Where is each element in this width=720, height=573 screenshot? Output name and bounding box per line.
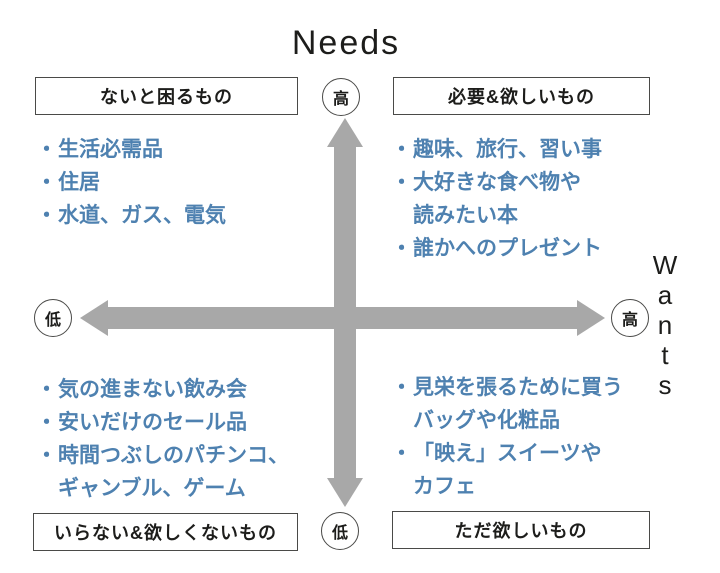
list-item-text: バッグや化粧品 [413, 409, 560, 432]
list-item: ・生活必需品 [36, 133, 226, 166]
needs-high-badge: 高 [322, 78, 360, 116]
bullet-glyph: ・ [36, 138, 57, 161]
list-item-continuation: カフェ [391, 470, 623, 503]
bullet-spacer [391, 404, 413, 437]
wants-low-badge: 低 [34, 299, 72, 337]
bullet-glyph: ・ [391, 442, 412, 465]
list-item-text: 趣味、旅行、習い事 [413, 138, 602, 161]
bullet-spacer [391, 199, 413, 232]
vertical-axis-shaft [334, 140, 356, 486]
bullet-spacer [36, 472, 58, 505]
wants-high-badge: 高 [611, 299, 649, 337]
list-item: ・趣味、旅行、習い事 [391, 133, 602, 166]
list-item: ・「映え」スイーツや [391, 437, 623, 470]
bullet-glyph: ・ [391, 171, 412, 194]
list-item-text: カフェ [413, 475, 476, 498]
bullet-glyph: ・ [36, 171, 57, 194]
bullet-glyph: ・ [391, 138, 412, 161]
list-item-text: 水道、ガス、電気 [58, 204, 226, 227]
arrowhead-left-icon [80, 300, 108, 336]
arrowhead-down-icon [327, 478, 363, 507]
bullet-glyph: ・ [36, 411, 57, 434]
needs-axis-title: Needs [291, 24, 401, 62]
list-item: ・安いだけのセール品 [36, 406, 289, 439]
arrowhead-right-icon [577, 300, 605, 336]
needs-low-badge: 低 [321, 512, 359, 550]
list-item-text: 時間つぶしのパチンコ、 [58, 444, 289, 467]
list-item-text: 生活必需品 [58, 138, 163, 161]
quadrant-list-bottom-right: ・見栄を張るために買う バッグや化粧品 ・「映え」スイーツや カフェ [391, 371, 623, 503]
bullet-glyph: ・ [391, 237, 412, 260]
list-item: ・誰かへのプレゼント [391, 232, 602, 265]
quadrant-list-top-left: ・生活必需品 ・住居 ・水道、ガス、電気 [36, 133, 226, 232]
quadrant-list-top-right: ・趣味、旅行、習い事 ・大好きな食べ物や 読みたい本 ・誰かへのプレゼント [391, 133, 602, 265]
quadrant-label-needs-only: ないと困るもの [35, 77, 298, 115]
bullet-glyph: ・ [391, 376, 412, 399]
list-item: ・時間つぶしのパチンコ、 [36, 439, 289, 472]
list-item-text: ギャンブル、ゲーム [58, 477, 246, 500]
list-item-text: 気の進まない飲み会 [58, 378, 247, 401]
list-item-continuation: ギャンブル、ゲーム [36, 472, 289, 505]
bullet-glyph: ・ [36, 378, 57, 401]
list-item-text: 安いだけのセール品 [58, 411, 247, 434]
list-item-text: 見栄を張るために買う [413, 376, 623, 399]
quadrant-list-bottom-left: ・気の進まない飲み会 ・安いだけのセール品 ・時間つぶしのパチンコ、 ギャンブル… [36, 373, 289, 505]
list-item-text: 「映え」スイーツや [413, 442, 602, 465]
wants-axis-title: Wants [650, 250, 680, 400]
list-item-text: 読みたい本 [413, 204, 518, 227]
list-item-text: 大好きな食べ物や [413, 171, 581, 194]
bullet-glyph: ・ [36, 204, 57, 227]
list-item-continuation: バッグや化粧品 [391, 404, 623, 437]
arrowhead-up-icon [327, 118, 363, 147]
quadrant-label-needs-and-wants: 必要&欲しいもの [393, 77, 650, 115]
list-item-text: 誰かへのプレゼント [413, 237, 602, 260]
list-item-text: 住居 [58, 171, 100, 194]
list-item-continuation: 読みたい本 [391, 199, 602, 232]
list-item: ・見栄を張るために買う [391, 371, 623, 404]
quadrant-label-wants-only: ただ欲しいもの [392, 511, 650, 549]
quadrant-label-neither: いらない&欲しくないもの [33, 513, 298, 551]
list-item: ・住居 [36, 166, 226, 199]
horizontal-axis-shaft [100, 307, 578, 329]
list-item: ・大好きな食べ物や [391, 166, 602, 199]
bullet-glyph: ・ [36, 444, 57, 467]
bullet-spacer [391, 470, 413, 503]
list-item: ・気の進まない飲み会 [36, 373, 289, 406]
list-item: ・水道、ガス、電気 [36, 199, 226, 232]
